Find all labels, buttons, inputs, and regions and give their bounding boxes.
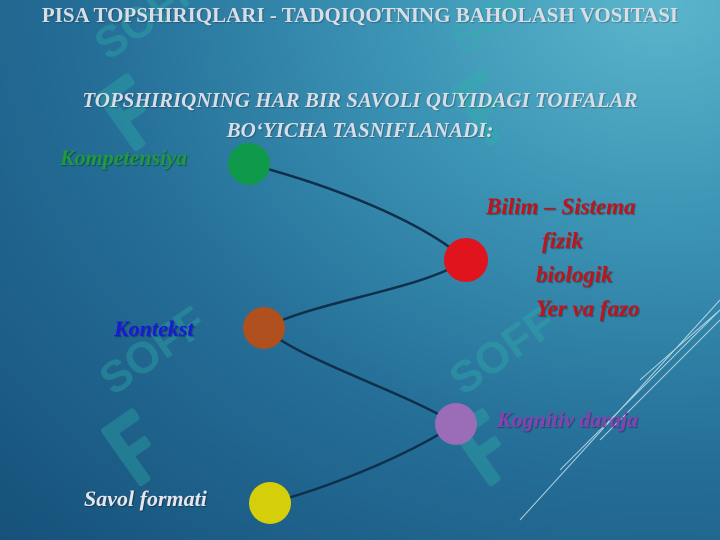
bilim-item-fizik: fizik — [542, 228, 583, 253]
label-savol-formati: Savol formati — [84, 486, 207, 511]
bilim-item-yer-va-fazo: Yer va fazo — [536, 296, 640, 321]
node-bilim — [444, 238, 488, 282]
bilim-item-sistema: Bilim – Sistema — [486, 194, 636, 219]
connector-kognitiv-savol — [269, 422, 457, 505]
label-kompetensiya: Kompetensiya — [60, 145, 188, 170]
bilim-item-biologik: biologik — [536, 262, 613, 287]
connector-kompetensiya-bilim — [248, 162, 467, 261]
node-savol — [249, 482, 291, 524]
slide-title: PISA TOPSHIRIQLARI - TADQIQOTNING BAHOLA… — [41, 3, 679, 27]
bilim-list: Bilim – Sistema fizik biologik Yer va fa… — [470, 190, 700, 326]
connector-kontekst-kognitiv — [263, 327, 457, 426]
label-kontekst: Kontekst — [114, 316, 194, 341]
slide-subtitle: TOPSHIRIQNING HAR BIR SAVOLI QUYIDAGI TO… — [82, 88, 638, 142]
node-kompetensiya — [228, 143, 270, 185]
node-kognitiv — [435, 403, 477, 445]
connector-bilim-kontekst — [263, 258, 467, 330]
label-kognitiv-daraja: Kognitiv daraja — [497, 407, 639, 432]
node-kontekst — [243, 307, 285, 349]
